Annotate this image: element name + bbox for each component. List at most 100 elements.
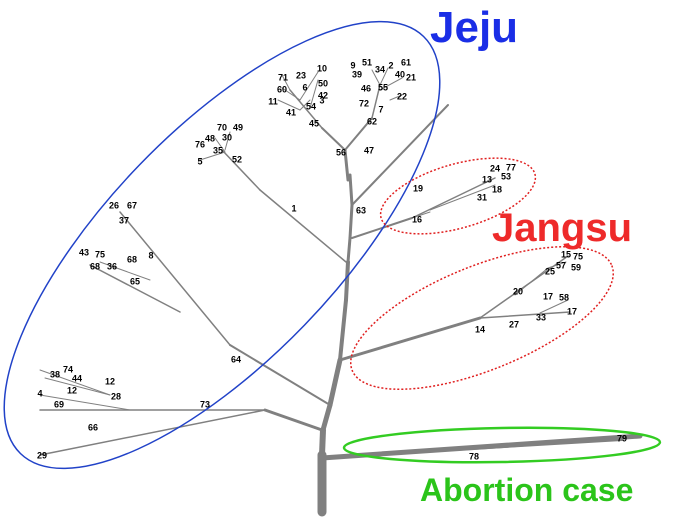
leaf-label-jeju: 69	[54, 399, 64, 409]
leaf-label-jangsu: 16	[412, 214, 422, 224]
tree-branch	[327, 357, 343, 408]
tree-branch	[39, 409, 266, 456]
tree-branch	[299, 99, 311, 111]
tree-branch	[371, 69, 381, 86]
leaf-label-jeju: 42	[318, 90, 328, 100]
tree-branch	[344, 117, 373, 151]
tree-branch	[321, 127, 346, 151]
tree-branch	[514, 267, 549, 296]
tree-branch	[119, 211, 231, 346]
leaf-label-jangsu: 57	[556, 260, 566, 270]
leaf-label-jeju: 35	[213, 145, 223, 155]
leaf-label-jeju: 45	[309, 118, 319, 128]
leaf-label-jeju: 34	[375, 64, 385, 74]
leaf-label-jeju: 71	[278, 72, 288, 82]
leaf-label-jeju: 46	[361, 83, 371, 93]
tree-branch	[259, 189, 347, 263]
leaf-label-jeju: 66	[88, 422, 98, 432]
tree-branch	[281, 74, 291, 91]
leaf-label-jeju: 38	[50, 369, 60, 379]
leaf-label-jeju: 76	[195, 139, 205, 149]
tree-branch	[319, 433, 643, 461]
leaf-label-jeju: 47	[364, 145, 374, 155]
leaf-label-jangsu: 14	[475, 324, 485, 334]
tree-branch	[411, 177, 496, 219]
leaf-label-jangsu: 58	[559, 292, 569, 302]
tree-branch	[39, 394, 131, 411]
tree-branch	[371, 84, 381, 119]
jangsu-region-outline-upper	[379, 157, 537, 235]
leaf-label-jeju: 48	[205, 133, 215, 143]
tree-branch	[389, 94, 403, 101]
leaf-label-jeju: 11	[268, 96, 278, 106]
leaf-label-jangsu: 13	[482, 174, 492, 184]
leaf-label-jeju: 41	[286, 107, 296, 117]
leaf-label-jeju: 39	[352, 69, 362, 79]
tree-branch	[221, 149, 261, 191]
tree-branch	[539, 299, 569, 314]
leaf-label-jeju: 75	[95, 249, 105, 259]
leaf-label-jangsu: 15	[561, 249, 571, 259]
leaf-label-jeju: 68	[90, 261, 100, 271]
leaf-label-jangsu: 24	[490, 163, 500, 173]
tree-branch	[348, 203, 354, 240]
tree-branch	[343, 148, 350, 182]
tree-branch	[379, 77, 403, 91]
leaf-label-jeju: 55	[378, 82, 388, 92]
tree-branch	[479, 311, 571, 319]
leaf-label-jeju: 44	[72, 373, 82, 383]
leaf-label-jeju: 21	[406, 72, 416, 82]
leaf-label-jeju: 37	[119, 215, 129, 225]
leaf-label-jangsu: 59	[571, 262, 581, 272]
leaf-label-jeju: 3	[319, 95, 324, 105]
tree-branch	[351, 104, 449, 206]
leaf-label-jeju: 29	[37, 450, 47, 460]
tree-branch	[214, 137, 226, 153]
leaf-label-jeju: 36	[107, 261, 117, 271]
leaf-label-jeju: 30	[222, 132, 232, 142]
tree-branch	[229, 344, 331, 406]
leaf-label-jeju: 54	[306, 101, 316, 111]
tree-branch	[547, 261, 567, 269]
region-title-abortion-case: Abortion case	[420, 472, 634, 508]
leaf-label-jeju: 43	[79, 247, 89, 257]
leaf-label-jangsu: 31	[477, 192, 487, 202]
leaf-label-jeju: 74	[63, 364, 73, 374]
region-outlines	[3, 20, 662, 470]
leaf-label-jeju: 12	[105, 376, 115, 386]
leaf-label-jeju: 61	[401, 57, 411, 67]
leaf-label-other: 63	[356, 205, 366, 215]
region-title-jeju: Jeju	[430, 3, 519, 52]
leaf-label-jeju: 60	[277, 84, 287, 94]
leaf-label-jangsu: 17	[567, 306, 577, 316]
region-title-jangsu: Jangsu	[492, 206, 633, 250]
tree-branch	[39, 369, 111, 396]
leaf-label-jeju: 2	[388, 60, 393, 70]
leaf-label-jeju: 28	[111, 391, 121, 401]
tree-branch	[348, 173, 354, 207]
leaf-label-abortion: 78	[469, 451, 479, 461]
leaf-label-jeju: 62	[367, 116, 377, 126]
leaf-label-jangsu: 53	[501, 171, 511, 181]
leaf-label-jeju: 7	[378, 104, 383, 114]
leaf-label-jeju: 49	[233, 122, 243, 132]
leaf-label-jangsu: 33	[536, 312, 546, 322]
tree-branch	[379, 67, 389, 86]
leaf-label-abortion: 79	[617, 433, 627, 443]
jangsu-region-outline-lower	[349, 246, 615, 390]
tree-branch	[319, 427, 326, 458]
tree-branch	[351, 217, 413, 239]
tree-branch	[89, 264, 181, 313]
leaf-label-jeju: 64	[231, 354, 241, 364]
tree-branch	[44, 377, 111, 396]
tree-branch	[346, 236, 352, 264]
leaf-label-jeju: 40	[395, 69, 405, 79]
tree-branch	[344, 260, 350, 302]
leaf-label-jeju: 68	[127, 254, 137, 264]
leaf-label-jangsu: 20	[513, 286, 523, 296]
tree-branch	[277, 99, 301, 111]
tree-branch	[281, 87, 301, 101]
